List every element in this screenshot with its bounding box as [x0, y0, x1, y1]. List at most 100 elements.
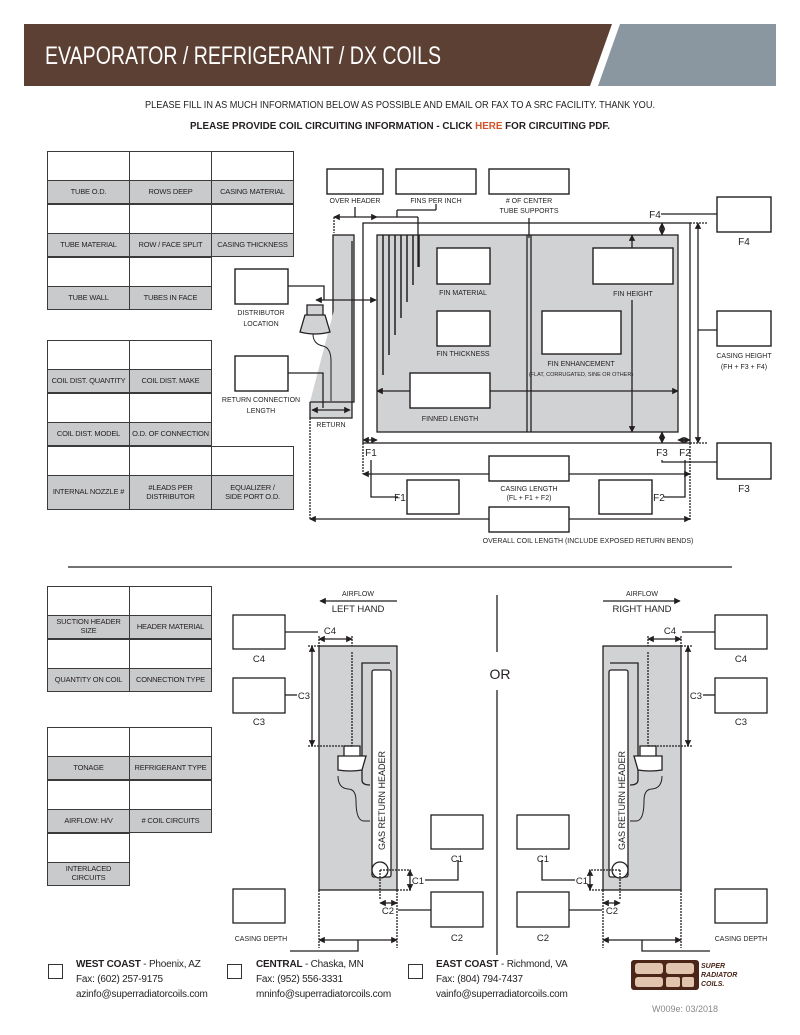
internal-nozzle-label: INTERNAL NOZZLE #	[48, 475, 130, 510]
coil-circuits-field[interactable]	[130, 780, 212, 809]
row-face-split-field[interactable]	[130, 204, 212, 233]
west-coast-email[interactable]: azinfo@superradiatorcoils.com	[76, 989, 208, 1000]
tube-o-d-label: TUBE O.D.	[48, 180, 130, 204]
west-coast-checkbox[interactable]	[48, 964, 63, 979]
tubes-in-face-label: TUBES IN FACE	[130, 286, 212, 310]
left-c2-box-label: C2	[451, 933, 463, 944]
fin-lines	[382, 235, 420, 375]
refrigerant-type-label: REFRIGERANT TYPE	[130, 756, 212, 780]
or-label: OR	[490, 666, 511, 682]
left-gas-return-header: GAS RETURN HEADER	[377, 750, 387, 850]
fin-height-label: FIN HEIGHT	[613, 291, 653, 298]
coil-dist-make-field[interactable]	[130, 340, 212, 369]
fin-material-field[interactable]	[436, 247, 491, 285]
return-connection-label-1: RETURN CONNECTION	[222, 397, 300, 404]
coil-dist-model-field[interactable]	[48, 393, 130, 422]
casing-length-label-1: CASING LENGTH	[500, 486, 557, 493]
casing-length-label-2: (FL + F1 + F2)	[507, 495, 552, 502]
tube-material-field[interactable]	[48, 204, 130, 233]
distributor-location-field[interactable]	[234, 268, 289, 305]
tubes-in-face-field[interactable]	[130, 257, 212, 286]
casing-length-field[interactable]	[488, 455, 570, 482]
svg-text:RADIATOR: RADIATOR	[701, 972, 737, 979]
c2-field[interactable]	[430, 891, 484, 928]
suction-header-size-field[interactable]	[48, 586, 130, 615]
tonage-field[interactable]	[48, 727, 130, 756]
over-header-label: OVER HEADER	[330, 198, 381, 205]
tonage-label: TONAGE	[48, 756, 130, 780]
left-c4-box-label: C4	[253, 654, 265, 665]
finned-length-field[interactable]	[409, 372, 491, 409]
right-c3-box-label: C3	[735, 717, 747, 728]
header-material-label: HEADER MATERIAL	[130, 615, 212, 639]
instructions-text: PLEASE FILL IN AS MUCH INFORMATION BELOW…	[145, 100, 655, 111]
c1-field[interactable]	[430, 814, 484, 850]
left-c4-dim: C4	[324, 626, 336, 637]
o-d-of-connection-field[interactable]	[130, 393, 212, 422]
left-airflow-label: AIRFLOW	[342, 591, 374, 598]
casing-material-field[interactable]	[212, 151, 294, 180]
right-c3-dim: C3	[690, 691, 702, 702]
return-connection-label-2: LENGTH	[247, 408, 275, 415]
tube-o-d-field[interactable]	[48, 151, 130, 180]
central-email[interactable]: mninfo@superradiatorcoils.com	[256, 989, 391, 1000]
f3-box-label: F3	[738, 484, 750, 495]
tube-wall-label: TUBE WALL	[48, 286, 130, 310]
central-checkbox[interactable]	[227, 964, 242, 979]
fin-thickness-field[interactable]	[436, 310, 491, 347]
coil-circuits-label: # COIL CIRCUITS	[130, 809, 212, 833]
o-d-of-connection-label: O.D. OF CONNECTION	[130, 422, 212, 446]
casing-depth-field[interactable]	[232, 888, 286, 924]
right-hand-label: RIGHT HAND	[613, 604, 672, 615]
quantity-on-coil-field[interactable]	[48, 639, 130, 668]
internal-nozzle-field[interactable]	[48, 446, 130, 475]
circuiting-pdf-link[interactable]: HERE	[475, 120, 502, 132]
c4-field[interactable]	[232, 614, 286, 650]
finned-length-label: FINNED LENGTH	[422, 416, 478, 423]
refrigerant-type-field[interactable]	[130, 727, 212, 756]
tube-wall-field[interactable]	[48, 257, 130, 286]
rows-deep-field[interactable]	[130, 151, 212, 180]
f4-field[interactable]	[716, 196, 772, 233]
suction-header-size-label: SUCTION HEADER SIZE	[48, 615, 130, 639]
coil-dist-make-label: COIL DIST. MAKE	[130, 369, 212, 393]
casing-thickness-field[interactable]	[212, 204, 294, 233]
right-airflow-label: AIRFLOW	[626, 591, 658, 598]
fins-per-inch-field[interactable]	[395, 168, 477, 195]
c3-field[interactable]	[232, 677, 286, 714]
f3-dim-label: F3	[656, 448, 668, 459]
overall-coil-length-field[interactable]	[488, 506, 570, 533]
row-face-split-label: ROW / FACE SPLIT	[130, 233, 212, 257]
header-material-field[interactable]	[130, 586, 212, 615]
right-c1-box-label: C1	[537, 854, 549, 865]
leads-per-distributor-field[interactable]	[130, 446, 212, 475]
east-coast-email[interactable]: vainfo@superradiatorcoils.com	[436, 989, 568, 1000]
interlaced-circuits-field[interactable]	[48, 833, 130, 862]
return-label: RETURN	[316, 422, 345, 429]
f2-field[interactable]	[598, 479, 653, 515]
fin-height-field[interactable]	[592, 247, 674, 285]
center-tube-supports-field[interactable]	[488, 168, 570, 195]
rows-deep-label: ROWS DEEP	[130, 180, 212, 204]
f1-field[interactable]	[406, 479, 460, 515]
distributor-icon	[337, 745, 367, 772]
left-hand-diagram	[232, 597, 484, 952]
left-hand-label: LEFT HAND	[332, 604, 385, 615]
east-coast-checkbox[interactable]	[408, 964, 423, 979]
fin-enhancement-note: (FLAT, CORRUGATED, SINE OR OTHER)	[529, 372, 633, 378]
airflow-h-v-field[interactable]	[48, 780, 130, 809]
left-c3-dim: C3	[298, 691, 310, 702]
casing-height-label-2: (FH + F3 + F4)	[721, 364, 767, 371]
fin-enhancement-field[interactable]	[541, 310, 622, 355]
connection-type-field[interactable]	[130, 639, 212, 668]
f2-box-label: F2	[653, 493, 665, 504]
leads-per-distributor-label: #LEADS PER DISTRIBUTOR	[130, 475, 212, 510]
coil-dist-quantity-field[interactable]	[48, 340, 130, 369]
return-connection-length-field[interactable]	[234, 355, 289, 392]
f3-field[interactable]	[716, 442, 772, 480]
quantity-on-coil-label: QUANTITY ON COIL	[48, 668, 130, 692]
equalizer-side-port-o-d-field[interactable]	[212, 446, 294, 475]
casing-height-field[interactable]	[716, 310, 772, 347]
over-header-field[interactable]	[326, 168, 384, 195]
